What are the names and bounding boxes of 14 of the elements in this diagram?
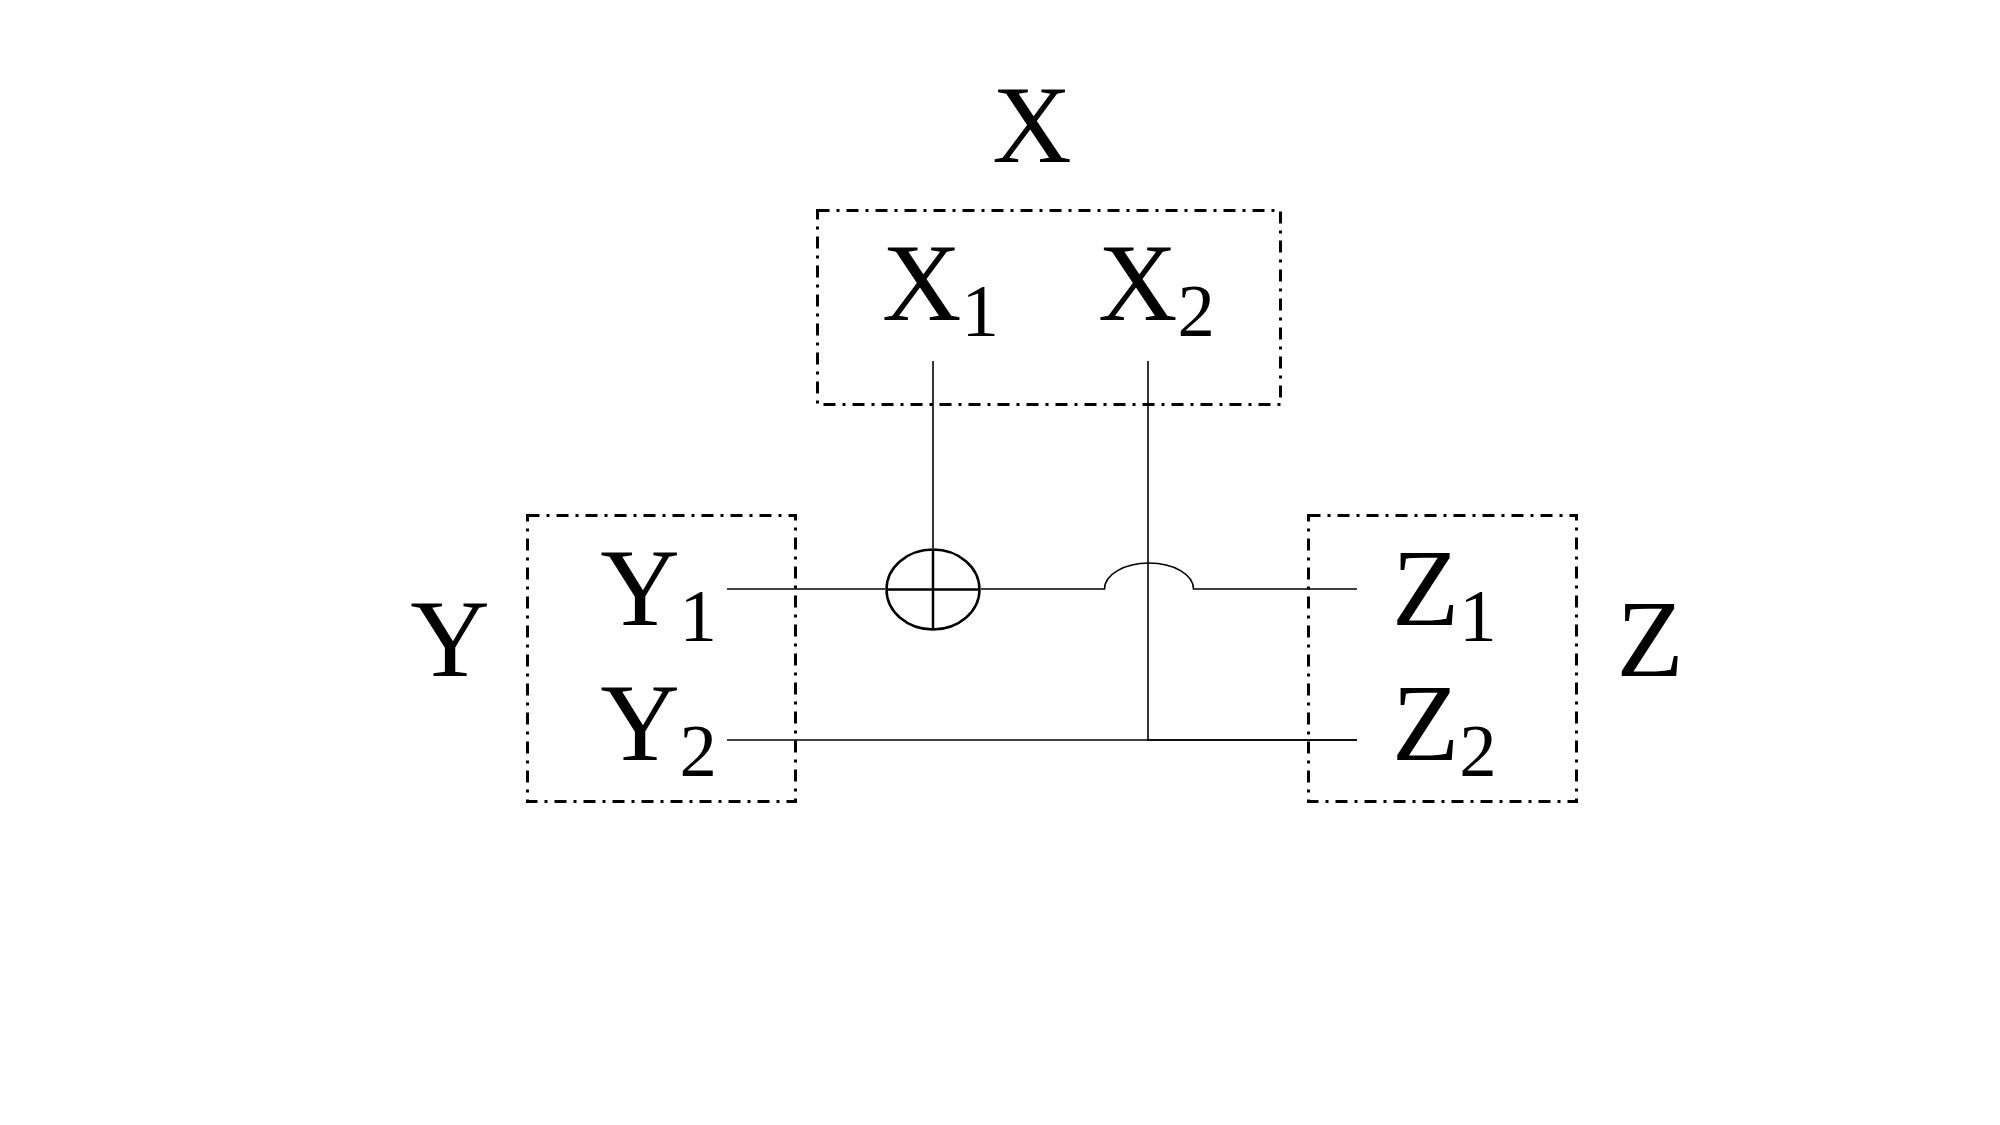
variable-label: X$_{2}$ <box>1088 228 1218 361</box>
variable-label: Y$_{2}$ <box>598 668 727 798</box>
variable-label: X$_{1}$ <box>872 228 1002 361</box>
connector-line <box>1147 360 1358 741</box>
group-heading: X <box>991 70 1073 180</box>
group-heading: Y <box>409 584 491 694</box>
variable-label: Y$_{1}$ <box>598 533 727 663</box>
variable-label: Z$_{1}$ <box>1357 533 1507 663</box>
group-heading: Z <box>1615 584 1685 694</box>
connector-line-with-hop <box>980 562 1358 590</box>
variable-label: Z$_{2}$ <box>1357 668 1507 798</box>
circled-plus-symbol <box>885 548 981 631</box>
connector-line <box>726 588 886 590</box>
connector-line <box>932 360 934 549</box>
